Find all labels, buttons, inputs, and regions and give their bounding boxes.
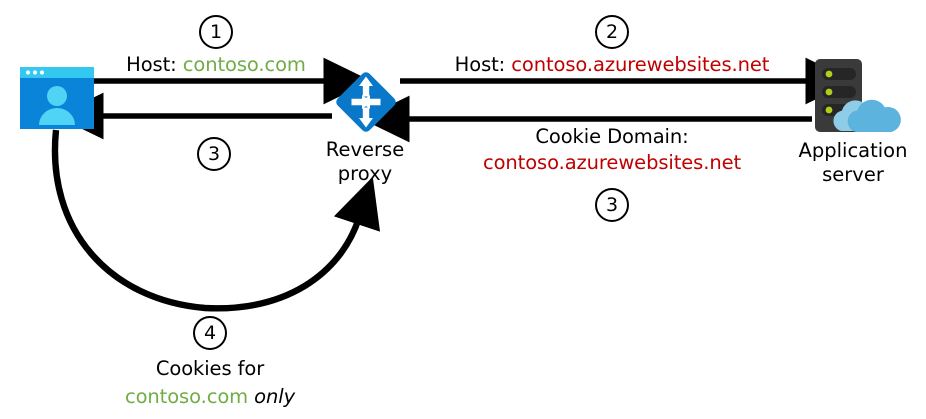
step-4-label-line2: contoso.com only	[124, 385, 296, 408]
step-3-right-label-line1: Cookie Domain:	[535, 125, 689, 148]
step-1-label-domain: contoso.com	[182, 53, 306, 76]
application-server-caption-line1: Application	[798, 139, 908, 162]
cookies-for-text: Cookies for	[155, 357, 265, 380]
step-1-badge: 1	[199, 15, 233, 49]
step-2-label-domain: contoso.azurewebsites.net	[511, 53, 770, 76]
step-4-number: 4	[203, 322, 217, 344]
step-3-left-badge: 3	[197, 137, 231, 171]
step-2-label-prefix: Host:	[454, 53, 512, 76]
browser-user-window-icon	[20, 67, 94, 129]
cookie-domain-text: Cookie Domain:	[535, 125, 689, 148]
reverse-proxy-diamond-icon	[330, 66, 402, 138]
application-server-caption-line2: server	[822, 162, 884, 186]
cookies-domain-value: contoso.com	[124, 385, 249, 408]
step-1-label-prefix: Host:	[126, 53, 183, 76]
reverse-proxy-caption: Reverse proxy	[326, 138, 404, 186]
step-1-number: 1	[209, 21, 223, 43]
reverse-proxy-caption-line2: proxy	[337, 161, 393, 185]
application-server-cloud-icon	[812, 59, 901, 137]
cookie-domain-value: contoso.azurewebsites.net	[482, 151, 742, 174]
step-2-badge: 2	[595, 15, 629, 49]
step-3-left-number: 3	[207, 143, 221, 165]
step-3-right-label-line2: contoso.azurewebsites.net	[482, 151, 742, 174]
application-server-caption: Application server	[799, 139, 908, 187]
step-3-right-badge: 3	[595, 188, 629, 222]
arrow-browser-to-proxy-curved	[51, 129, 381, 312]
step-4-label-line1: Cookies for	[155, 357, 265, 380]
cookies-only-text: only	[254, 385, 296, 408]
step-2-label: Host: contoso.azurewebsites.net	[454, 53, 770, 76]
reverse-proxy-caption-line1: Reverse	[325, 138, 405, 161]
step-3-right-number: 3	[605, 194, 619, 216]
step-4-badge: 4	[193, 316, 227, 350]
step-2-number: 2	[605, 21, 619, 43]
step-1-label: Host: contoso.com	[126, 53, 306, 76]
